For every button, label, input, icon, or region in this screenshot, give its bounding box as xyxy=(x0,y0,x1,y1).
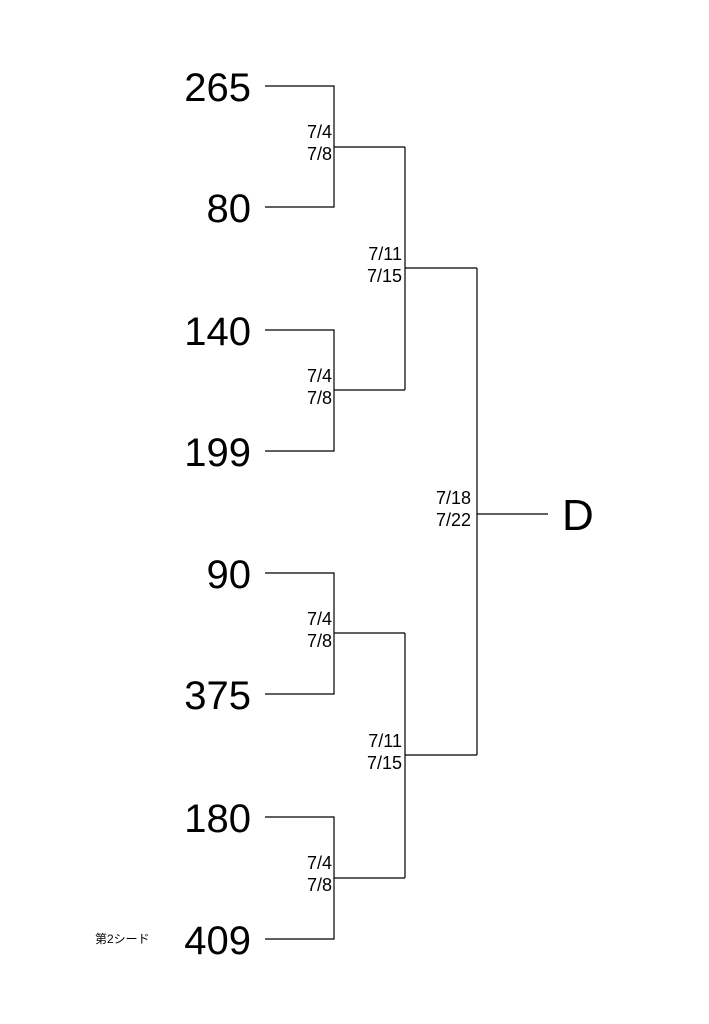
winner-label: D xyxy=(562,491,594,540)
r1-date-2-start: 7/4 xyxy=(306,366,332,386)
r2-date-2: 7/11 7/15 xyxy=(367,730,402,774)
r1-date-2: 7/4 7/8 xyxy=(307,365,332,409)
r1-match-2-line xyxy=(265,329,405,452)
r2-date-1-end: 7/15 xyxy=(366,266,402,286)
r2-date-1-start: 7/11 xyxy=(368,244,402,264)
final-date-start: 7/18 xyxy=(435,488,471,508)
final-date: 7/18 7/22 xyxy=(436,487,471,531)
entry-2: 80 xyxy=(206,187,252,231)
r1-date-3-start: 7/4 xyxy=(306,609,332,629)
r2-match-1-line xyxy=(404,147,477,390)
entry-4: 199 xyxy=(184,431,251,475)
r1-date-1: 7/4 7/8 xyxy=(307,121,332,165)
r1-date-4: 7/4 7/8 xyxy=(307,852,332,896)
r2-date-2-start: 7/11 xyxy=(368,731,402,751)
r1-date-4-end: 7/8 xyxy=(306,875,332,895)
r1-match-1-line xyxy=(265,85,405,208)
entry-6: 375 xyxy=(184,674,251,718)
r1-match-4-line xyxy=(265,816,405,940)
r2-match-2-line xyxy=(404,633,477,878)
entry-5: 90 xyxy=(206,553,252,597)
seed-note: 第2シード xyxy=(95,932,150,946)
r1-date-1-end: 7/8 xyxy=(306,144,332,164)
entry-1: 265 xyxy=(184,66,251,110)
r1-match-3-line xyxy=(265,572,405,695)
entry-8: 409 xyxy=(184,919,251,963)
entry-7: 180 xyxy=(184,797,251,841)
r1-date-2-end: 7/8 xyxy=(306,388,332,408)
entry-3: 140 xyxy=(184,310,251,354)
r1-date-1-start: 7/4 xyxy=(306,122,332,142)
final-date-end: 7/22 xyxy=(435,510,471,530)
r1-date-3-end: 7/8 xyxy=(306,631,332,651)
r1-date-4-start: 7/4 xyxy=(306,853,332,873)
r1-date-3: 7/4 7/8 xyxy=(307,608,332,652)
r2-date-1: 7/11 7/15 xyxy=(367,243,402,287)
r2-date-2-end: 7/15 xyxy=(366,753,402,773)
